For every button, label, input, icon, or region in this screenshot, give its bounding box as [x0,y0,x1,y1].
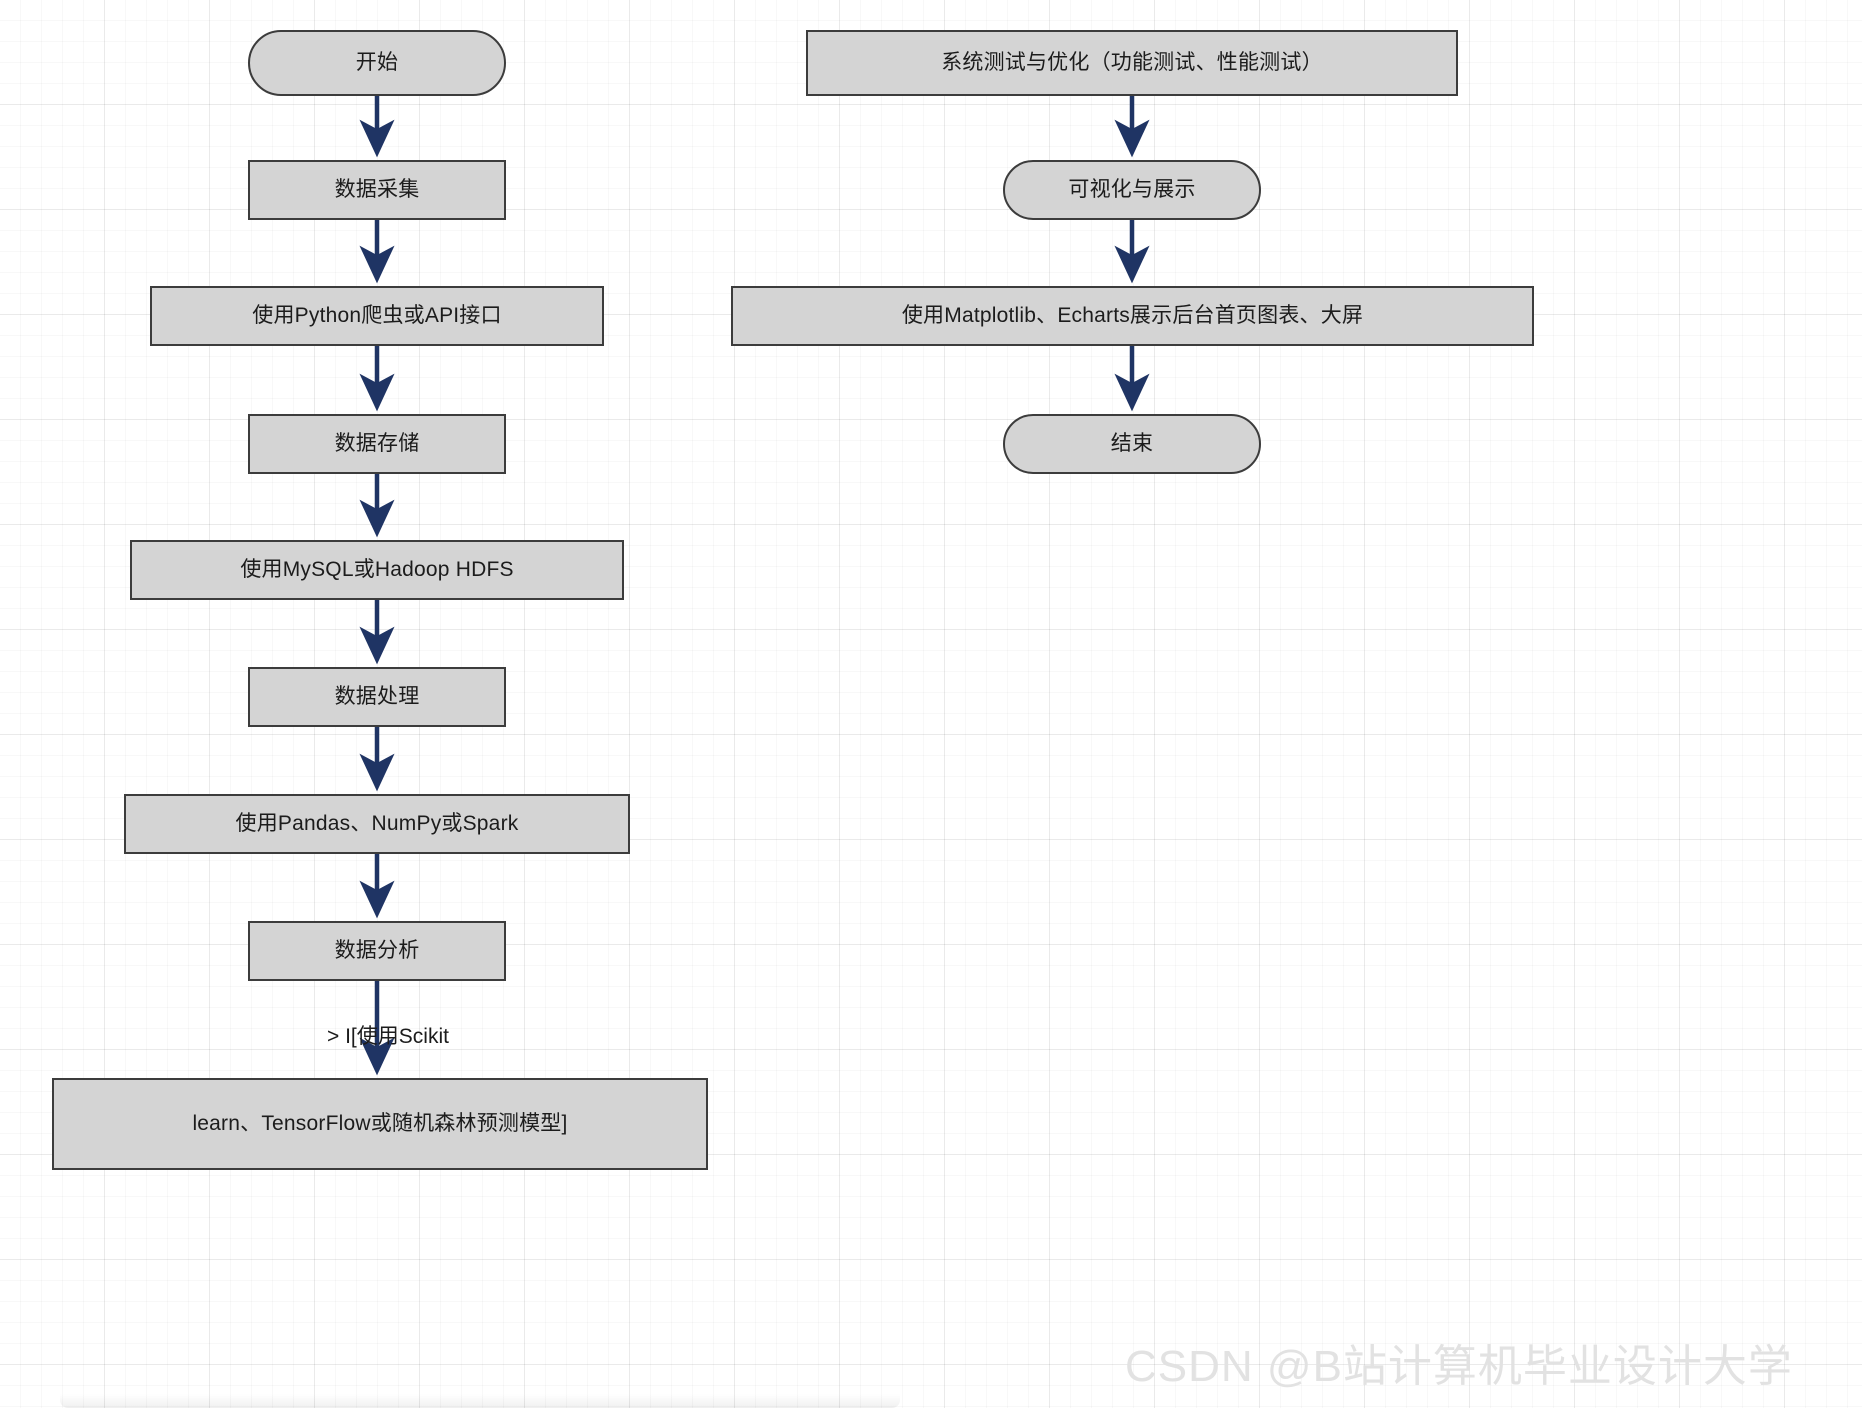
edge-label-scikit: > I[使用Scikit [327,1025,449,1048]
node-label: 系统测试与优化（功能测试、性能测试） [941,50,1323,74]
csdn-watermark: CSDN @B站计算机毕业设计大学 [1125,1342,1793,1391]
node-label: 可视化与展示 [1068,177,1196,201]
node-data-collection-method[interactable]: 使用Python爬虫或API接口 [150,286,604,346]
node-data-collection[interactable]: 数据采集 [248,160,506,220]
node-label: 使用Matplotlib、Echarts展示后台首页图表、大屏 [901,303,1364,327]
node-data-analysis[interactable]: 数据分析 [248,921,506,981]
node-end[interactable]: 结束 [1003,414,1261,474]
node-start[interactable]: 开始 [248,30,506,96]
node-label: 数据分析 [334,938,420,962]
node-data-storage-method[interactable]: 使用MySQL或Hadoop HDFS [130,540,624,600]
node-label: 使用MySQL或Hadoop HDFS [240,557,514,581]
panel-bottom-shadow [60,1394,900,1408]
node-label: 数据存储 [334,431,420,455]
node-data-processing-method[interactable]: 使用Pandas、NumPy或Spark [124,794,630,854]
node-label: 数据采集 [334,177,420,201]
node-label: 开始 [355,50,399,74]
node-prediction-model[interactable]: learn、TensorFlow或随机森林预测模型] [52,1078,708,1170]
node-label: 结束 [1110,431,1154,455]
node-label: learn、TensorFlow或随机森林预测模型] [192,1111,568,1135]
node-data-processing[interactable]: 数据处理 [248,667,506,727]
node-label: 数据处理 [334,684,420,708]
node-label: 使用Pandas、NumPy或Spark [235,811,519,835]
node-visualization[interactable]: 可视化与展示 [1003,160,1261,220]
node-system-testing[interactable]: 系统测试与优化（功能测试、性能测试） [806,30,1458,96]
node-data-storage[interactable]: 数据存储 [248,414,506,474]
node-label: 使用Python爬虫或API接口 [252,303,502,327]
node-visualization-method[interactable]: 使用Matplotlib、Echarts展示后台首页图表、大屏 [731,286,1534,346]
